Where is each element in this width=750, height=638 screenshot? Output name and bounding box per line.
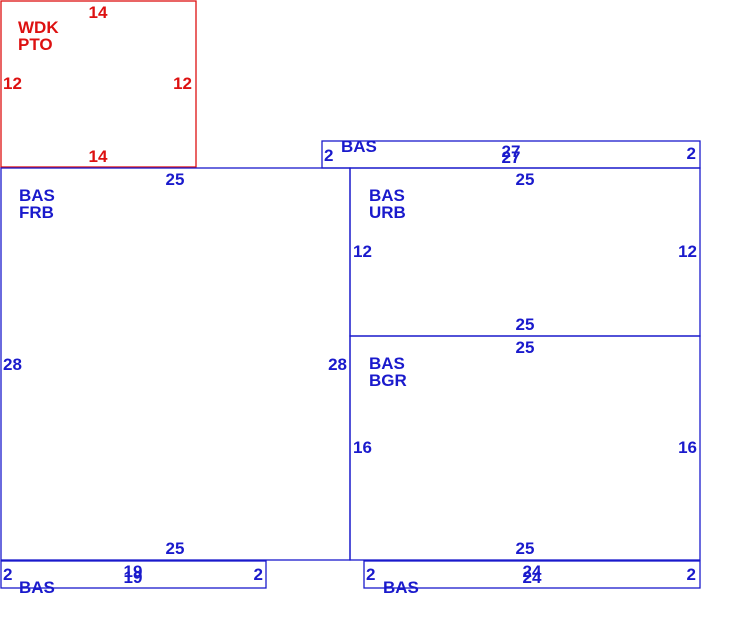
dimension-bottom: 25 — [166, 539, 185, 558]
area-label-2: URB — [369, 203, 406, 222]
area-bas-frb: BAS FRB 25 28 28 25 — [0, 167, 351, 561]
area-outline — [0, 560, 267, 589]
dimension-right: 12 — [173, 74, 192, 93]
area-bas-top: BAS 2 27 27 2 — [321, 137, 701, 169]
dimension-top: 27 — [502, 142, 521, 161]
area-label-1: BAS — [369, 186, 405, 205]
dimension-left: 16 — [353, 438, 372, 457]
dimension-top: 14 — [89, 3, 108, 22]
area-label-2: FRB — [19, 203, 54, 222]
dimension-left: 28 — [3, 355, 22, 374]
dimension-bottom: 14 — [89, 147, 108, 166]
area-bas-bgr: BAS BGR 25 16 16 25 — [349, 335, 701, 561]
dimension-left: 12 — [353, 242, 372, 261]
dimension-bottom: 24 — [523, 568, 542, 587]
dimension-right: 2 — [687, 565, 696, 584]
area-bas-bottom-right: BAS 2 24 24 2 — [363, 560, 701, 597]
dimension-right: 2 — [687, 144, 696, 163]
dimension-top: 25 — [166, 170, 185, 189]
area-outline — [0, 0, 197, 168]
dimension-left: 12 — [3, 74, 22, 93]
dimension-bottom: 19 — [124, 568, 143, 587]
dimension-left: 2 — [3, 565, 12, 584]
dimension-left: 2 — [324, 146, 333, 165]
area-label-1: BAS — [369, 354, 405, 373]
dimension-right: 12 — [678, 242, 697, 261]
area-bas-urb: BAS URB 25 12 12 25 — [349, 167, 701, 337]
area-label-1: BAS — [19, 578, 55, 597]
area-outline — [349, 335, 701, 561]
dimension-bottom: 25 — [516, 539, 535, 558]
area-label-1: WDK — [18, 18, 59, 37]
dimension-left: 2 — [366, 565, 375, 584]
area-label-1: BAS — [19, 186, 55, 205]
area-label-1: BAS — [383, 578, 419, 597]
dimension-bottom: 27 — [502, 148, 521, 167]
area-wdk-pto: WDK PTO 14 12 12 14 — [0, 0, 197, 168]
area-bas-bottom-left: BAS 2 19 19 2 — [0, 560, 267, 597]
dimension-bottom: 25 — [516, 315, 535, 334]
dimension-top: 25 — [516, 338, 535, 357]
area-outline — [363, 560, 701, 589]
dimension-top: 19 — [124, 562, 143, 581]
dimension-right: 2 — [254, 565, 263, 584]
dimension-top: 25 — [516, 170, 535, 189]
dimension-right: 28 — [328, 355, 347, 374]
area-label-2: PTO — [18, 35, 53, 54]
dimension-right: 16 — [678, 438, 697, 457]
dimension-top: 24 — [523, 562, 542, 581]
area-label-1: BAS — [341, 137, 377, 156]
area-outline — [0, 167, 351, 561]
area-label-2: BGR — [369, 371, 407, 390]
